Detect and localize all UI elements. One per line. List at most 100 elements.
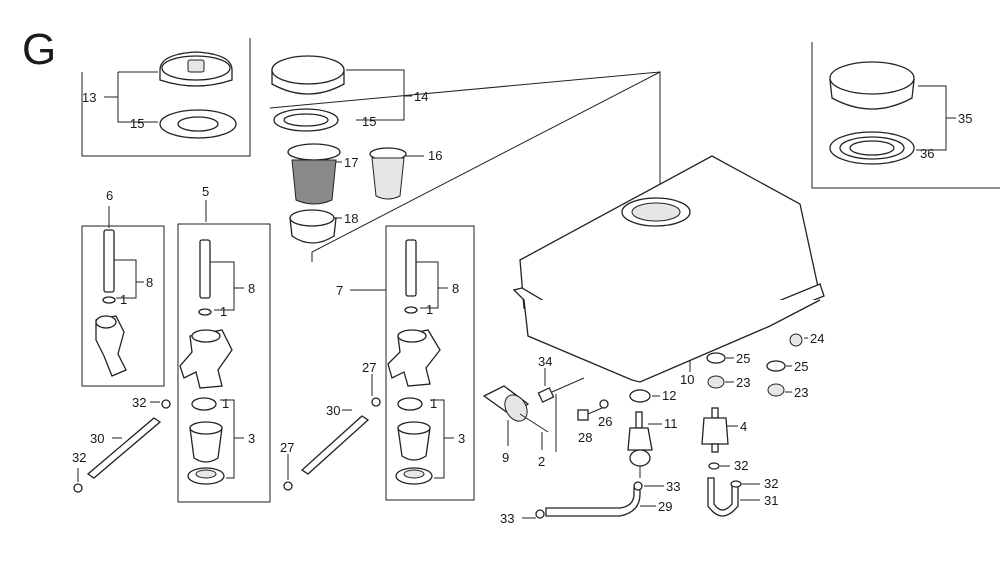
fuel-cock-bolt-6 [102,229,116,304]
bolt-28 [577,407,603,421]
label-8b: 8 [248,281,255,296]
label-36: 36 [920,146,934,161]
label-35: 35 [958,111,972,126]
leader-cap-to-tank [269,71,661,109]
valve-group-frame-5 [177,223,271,503]
fuel-strainer-17 [287,143,341,205]
label-30a: 30 [90,431,104,446]
fuel-cock-body-5 [179,329,233,389]
fuel-cock-body-6 [95,315,127,377]
label-33b: 33 [500,511,514,526]
valve-group-frame-6 [81,225,165,387]
label-27b: 27 [362,360,376,375]
label-15b: 15 [362,114,376,129]
label-8c: 8 [452,281,459,296]
label-1b: 1 [220,304,227,319]
clip-27b [371,397,381,407]
label-3a: 3 [248,431,255,446]
label-4: 4 [740,419,747,434]
cap-gasket-36 [829,131,915,165]
washer-26 [599,399,609,409]
label-33a: 33 [666,479,680,494]
clip-27a [283,481,293,491]
fuel-cock-bolt-7 [404,239,418,314]
label-5: 5 [202,184,209,199]
label-14: 14 [414,89,428,104]
label-23a: 23 [736,375,750,390]
label-18: 18 [344,211,358,226]
label-1d: 1 [426,302,433,317]
label-25b: 25 [794,359,808,374]
label-27a: 27 [280,440,294,455]
bracket-13-15 [117,72,158,123]
fuel-cup-gasket-3a [187,467,225,485]
washer-25b [766,360,786,372]
label-6: 6 [106,188,113,203]
clip-33a [633,481,643,491]
label-11: 11 [664,416,678,431]
label-31: 31 [764,493,778,508]
label-13: 13 [82,90,96,105]
clip-32b [73,483,83,493]
label-12: 12 [662,388,676,403]
cap-gasket-15a [159,109,237,139]
fuel-tube-29 [545,487,641,517]
leader-strainer-to-tank [311,71,661,262]
strainer-ring-18 [289,209,337,244]
label-1e: 1 [430,396,437,411]
label-15a: 15 [130,116,144,131]
o-ring-7 [397,397,423,411]
label-26: 26 [598,414,612,429]
label-10: 10 [680,372,694,387]
fuel-cap-13 [159,51,233,87]
label-23b: 23 [794,385,808,400]
fuel-cock-bolt-5 [198,239,212,316]
label-25a: 25 [736,351,750,366]
clip-32d [730,480,742,488]
cap-gasket-15b [273,108,339,132]
fuel-tank-10 [512,155,825,383]
section-letter: G [22,25,56,74]
fuel-tube-30a [86,417,162,479]
clip-33b [535,509,545,519]
fuel-cup-3b [397,421,431,461]
label-32a: 32 [132,395,146,410]
label-8a: 8 [146,275,153,290]
fuel-cock-11 [627,411,653,478]
cap-group-frame-left [81,38,251,157]
cap-group-frame-right [811,42,1000,189]
washer-12 [629,389,651,403]
label-16: 16 [428,148,442,163]
label-1c: 1 [222,396,229,411]
fuel-filter-4 [701,407,729,453]
label-2: 2 [538,454,545,469]
label-9: 9 [502,450,509,465]
label-32d: 32 [764,476,778,491]
fuel-strainer-16 [369,147,407,200]
label-32b: 32 [72,450,86,465]
o-ring-5 [191,397,217,411]
fuel-cup-gasket-3b [395,467,433,485]
label-1a: 1 [120,292,127,307]
label-32c: 32 [734,458,748,473]
label-34: 34 [538,354,552,369]
fuel-cap-35 [829,61,915,110]
clip-32c [708,462,720,470]
fuel-cup-3a [189,421,223,463]
bolt-34 [537,377,585,403]
label-24: 24 [810,331,824,346]
grommet-23b [767,383,785,397]
washer-25a [706,352,726,364]
label-17: 17 [344,155,358,170]
grommet-23a [707,375,725,389]
label-30b: 30 [326,403,340,418]
label-29: 29 [658,499,672,514]
label-28: 28 [578,430,592,445]
fuel-cap-14 [271,55,345,95]
nut-24 [789,333,803,347]
fuel-cock-body-7 [387,329,441,387]
fuel-cock-knob-9 [482,385,549,433]
valve-group-frame-7 [385,225,475,501]
